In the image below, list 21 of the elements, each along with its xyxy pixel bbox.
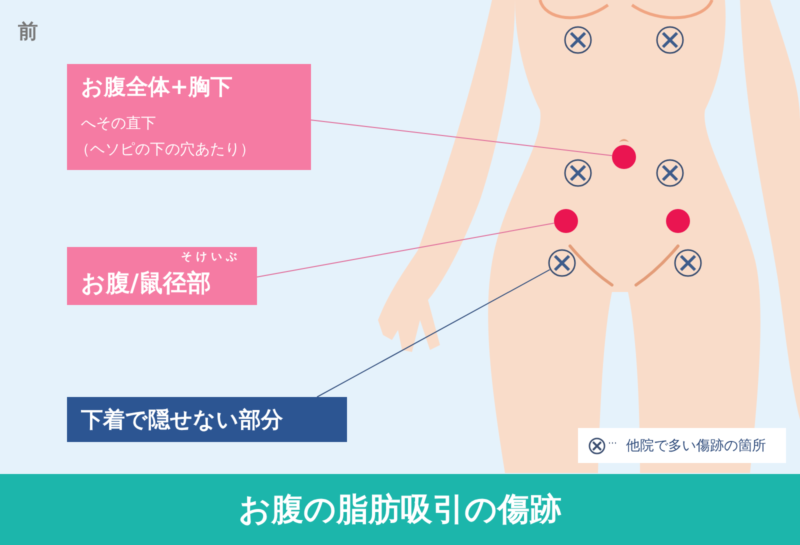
callout-note: へその直下 <box>81 114 156 133</box>
scar-mark-icon <box>564 26 592 54</box>
callout-box <box>67 397 347 442</box>
scar-mark-icon <box>656 159 684 187</box>
leader-line <box>256 222 555 278</box>
leader-line <box>310 120 613 156</box>
legend-text: 他院で多い傷跡の箇所 <box>626 436 766 454</box>
callout-heading: お腹/鼠径部 <box>81 268 211 299</box>
callout-heading: お腹全体+胸下 <box>81 74 232 102</box>
leader-line <box>316 269 550 398</box>
callout-heading: 下着で隠せない部分 <box>81 406 283 435</box>
scar-mark-icon <box>548 249 576 277</box>
callout-box <box>67 247 257 305</box>
scar-mark-icon <box>674 249 702 277</box>
view-label: 前 <box>18 18 38 45</box>
furigana: そけいぶ <box>181 249 241 264</box>
callout-note: （ヘソピの下の穴あたり） <box>75 140 255 159</box>
title: お腹の脂肪吸引の傷跡 <box>238 488 562 530</box>
scar-mark-icon <box>656 26 684 54</box>
callout-box <box>67 64 311 170</box>
scar-mark-icon <box>564 159 592 187</box>
